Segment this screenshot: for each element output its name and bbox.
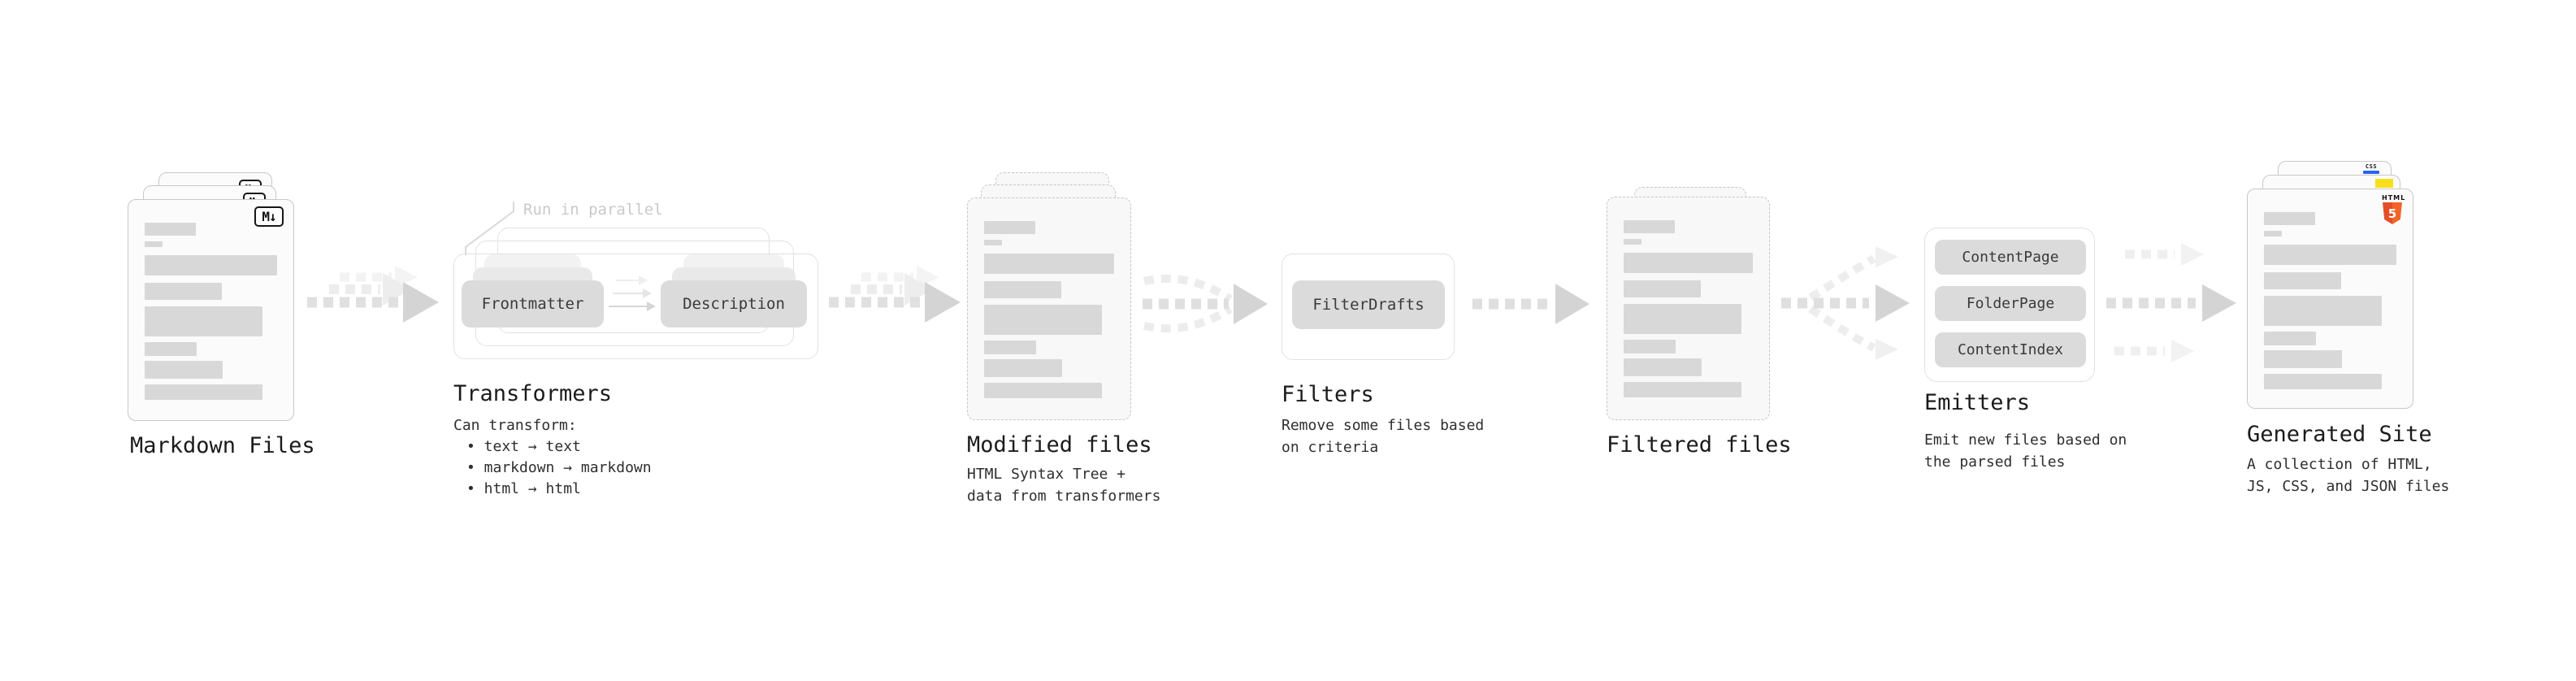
emitters-label: Emitters [1924, 390, 2031, 415]
description-pill: Description [661, 280, 807, 327]
frontmatter-pill: Frontmatter [462, 280, 604, 327]
html5-shield: 5 [2383, 202, 2402, 224]
arrow-filters-to-filtered [1472, 284, 1589, 324]
run-in-parallel-note: Run in parallel [523, 201, 663, 219]
arrow-emitters-to-generated [2106, 243, 2236, 362]
emitters-caption: Emit new files based on the parsed files [1924, 432, 2127, 471]
css-icon-label: CSS [2365, 163, 2378, 170]
transformers-bullet-list: • text → text • markdown → markdown • ht… [453, 436, 652, 500]
filtered-file-card-front [1607, 197, 1770, 420]
modified-file-stack [965, 172, 1136, 420]
filterdrafts-pill: FilterDrafts [1292, 280, 1445, 329]
markdown-file-stack: M↓ M↓ M↓ [126, 172, 298, 421]
filters-caption: Remove some files based on criteria [1281, 417, 1485, 456]
css-icon-underline [2363, 171, 2379, 174]
document-text-placeholder [968, 198, 1130, 398]
arrow-filtered-to-emitters [1781, 246, 1910, 360]
filtered-files-label: Filtered files [1607, 432, 1792, 458]
transformers-label: Transformers [453, 381, 613, 406]
document-text-placeholder [2248, 189, 2413, 389]
transform-bullet: • text → text [466, 438, 581, 455]
transformers-caption-title: Can transform: [453, 417, 577, 434]
arrow-markdown-to-transformers [307, 266, 439, 323]
contentindex-pill: ContentIndex [1935, 332, 2086, 367]
filters-label: Filters [1281, 382, 1374, 407]
document-text-placeholder [1607, 197, 1769, 397]
modified-files-label: Modified files [967, 432, 1152, 458]
document-text-placeholder [128, 200, 293, 400]
modified-files-caption: HTML Syntax Tree + data from transformer… [967, 466, 1161, 505]
generated-site-stack: CSS HTML 5 [2245, 161, 2418, 409]
filtered-file-stack [1605, 187, 1774, 420]
generated-site-label: Generated Site [2247, 422, 2432, 447]
markdown-icon: M↓ [254, 206, 284, 227]
transformer-frame-front [453, 254, 818, 359]
html5-icon-label: HTML [2382, 194, 2406, 202]
arrow-modified-to-filters [1143, 274, 1268, 333]
css-file-icon: CSS [2362, 164, 2380, 174]
html-file-card: HTML 5 [2247, 189, 2413, 409]
markdown-file-card-front: M↓ [128, 199, 294, 421]
arrow-transformers-to-modified [829, 266, 961, 323]
javascript-file-icon [2375, 179, 2393, 188]
html5-icon: HTML 5 [2382, 194, 2406, 224]
transform-bullet: • markdown → markdown [466, 459, 652, 476]
transform-bullet: • html → html [466, 480, 581, 497]
folderpage-pill: FolderPage [1935, 286, 2086, 321]
markdown-files-label: Markdown Files [130, 433, 315, 458]
contentpage-pill: ContentPage [1935, 240, 2086, 275]
generated-site-caption: A collection of HTML, JS, CSS, and JSON … [2247, 456, 2450, 495]
modified-file-card-front [967, 197, 1131, 420]
html5-shield-number: 5 [2387, 206, 2397, 221]
